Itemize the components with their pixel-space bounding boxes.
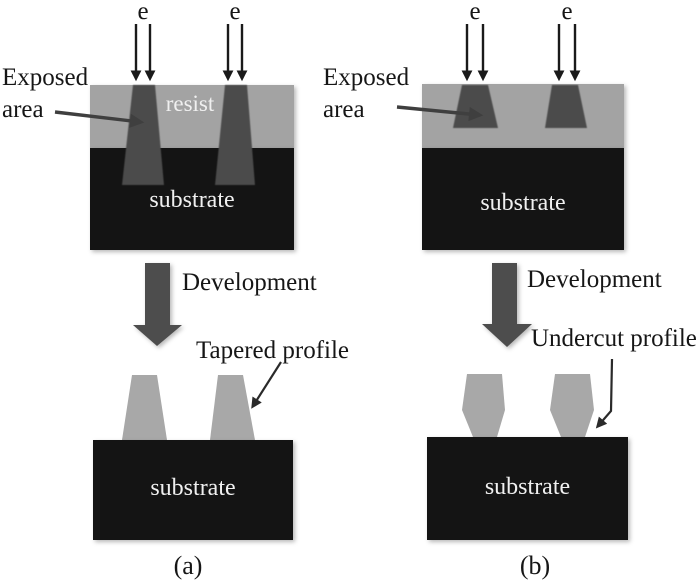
- caption-b: (b): [519, 551, 551, 580]
- development-arrow-icon-b: [482, 263, 532, 347]
- development-arrow-icon-a: [133, 263, 182, 346]
- exposed-area-callout-arrow-icon-b: [396, 105, 484, 122]
- tapered-profile-label: Tapered profile: [196, 337, 350, 364]
- caption-a: (a): [173, 551, 203, 580]
- resist-layer-b: [422, 84, 624, 148]
- exposed-area-shape-a1: [122, 85, 164, 185]
- tapered-profile-pointer-arrow-icon: [251, 361, 282, 409]
- exposed-area-callout-a: Exposed area: [2, 62, 88, 126]
- exposed-area-callout-arrow-icon-a: [54, 110, 145, 128]
- exposed-area-callout-b: Exposed area: [323, 62, 409, 126]
- panel-a-result-figure: [93, 361, 293, 540]
- development-label-a: Development: [182, 269, 317, 296]
- substrate-layer-a: [90, 148, 294, 250]
- undercut-profile-pointer-arrow-icon: [595, 358, 614, 429]
- electron-beam-arrows-icon-b2: [553, 24, 581, 82]
- substrate-label-b-bottom: substrate: [484, 474, 571, 500]
- undercut-profile-label: Undercut profile: [531, 325, 697, 352]
- development-label-b: Development: [527, 266, 662, 293]
- substrate-label-b-top: substrate: [480, 190, 566, 216]
- resist-label: resist: [165, 91, 215, 116]
- panel-a-exposure-figure: [54, 24, 294, 250]
- resist-layer-a: [90, 85, 294, 148]
- tapered-profile-shape-a2: [210, 375, 255, 440]
- tapered-profile-shape-a1: [122, 375, 167, 440]
- undercut-profile-shape-b2: [550, 374, 594, 437]
- electron-label-b1: e: [469, 0, 481, 25]
- substrate-label-a-top: substrate: [149, 187, 235, 213]
- undercut-profile-shape-b1: [462, 374, 505, 437]
- panel-b-exposure-figure: [396, 24, 624, 250]
- substrate-label-a-bottom: substrate: [150, 475, 236, 501]
- electron-beam-arrows-icon-a2: [222, 24, 248, 82]
- exposed-area-callout-a-line1: Exposed: [2, 64, 89, 91]
- substrate-layer-b-bottom: [427, 437, 628, 540]
- exposed-area-callout-a-line2: area: [2, 96, 44, 123]
- electron-label-a2: e: [229, 0, 241, 25]
- exposed-area-shape-b1: [453, 85, 498, 128]
- substrate-layer-a-bottom: [93, 440, 293, 540]
- exposed-area-callout-b-line2: area: [323, 96, 365, 123]
- exposed-area-shape-a2: [215, 85, 255, 185]
- panel-b-result-figure: [427, 358, 628, 540]
- electron-beam-arrows-icon-a1: [130, 24, 156, 82]
- exposed-area-callout-b-line1: Exposed: [323, 64, 410, 91]
- electron-beam-arrows-icon-b1: [461, 24, 489, 82]
- exposed-area-shape-b2: [545, 85, 587, 128]
- electron-label-a1: e: [137, 0, 149, 25]
- electron-label-b2: e: [561, 0, 573, 25]
- substrate-layer-b: [422, 148, 624, 250]
